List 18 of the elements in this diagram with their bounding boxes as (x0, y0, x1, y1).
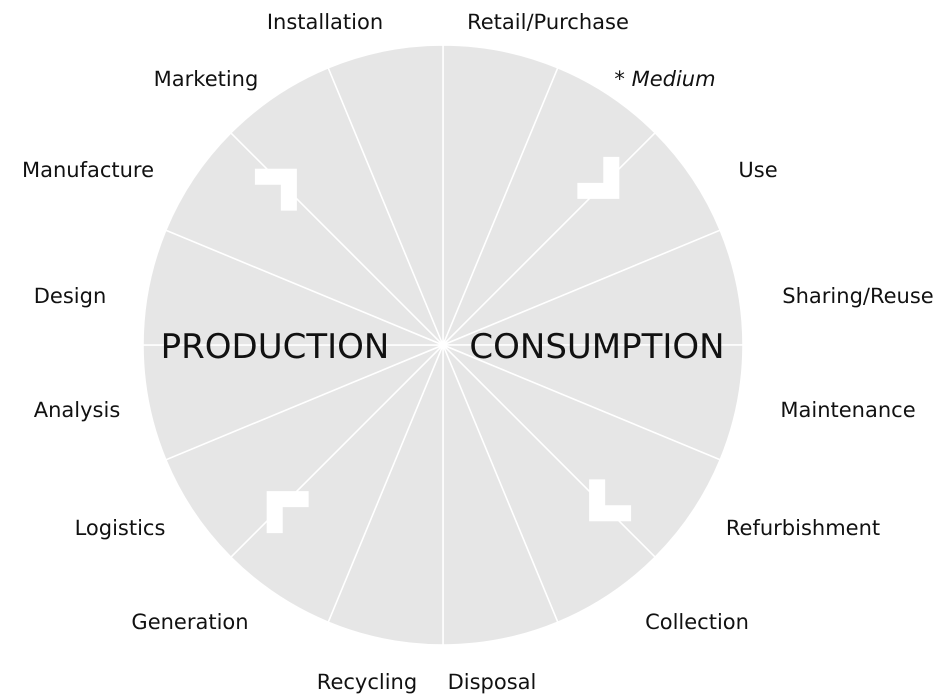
segment-label: Design (34, 284, 106, 308)
segment-label: Analysis (34, 398, 120, 422)
segment-label: Marketing (154, 67, 258, 91)
segment-label: Collection (645, 610, 749, 634)
segment-label: Recycling (316, 670, 418, 694)
segment-label: Retail/Purchase (467, 10, 629, 34)
segment-label: Manufacture (22, 158, 154, 182)
segment-label: Disposal (448, 670, 536, 694)
segment-label: Refurbishment (726, 516, 880, 540)
segment-label: Maintenance (780, 398, 916, 422)
segment-label: Use (738, 158, 778, 182)
segment-label: Installation (266, 10, 384, 34)
segment-label: Generation (131, 610, 249, 634)
phase-label: CONSUMPTION (469, 327, 725, 367)
segment-label: Logistics (74, 516, 166, 540)
segment-label: Sharing/Reuse (782, 284, 934, 308)
segment-label: * Medium (614, 67, 716, 91)
phase-label: PRODUCTION (160, 327, 390, 367)
